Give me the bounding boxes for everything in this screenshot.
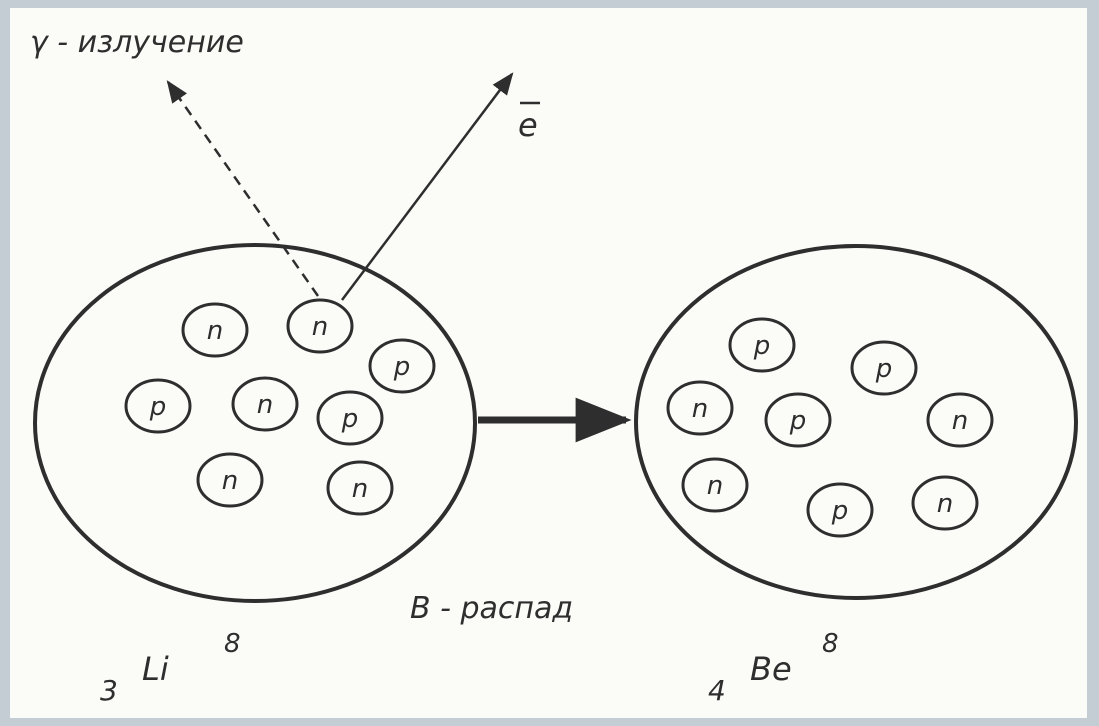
be-neutron-3 <box>666 380 734 436</box>
li-neutron-5 <box>231 376 299 432</box>
li-neutron-label-1: n <box>207 316 223 346</box>
li-neutron-label-5: n <box>257 390 273 420</box>
be-neutron-6 <box>681 457 749 513</box>
li-proton-6 <box>316 390 384 446</box>
be-neutron-label-5: n <box>952 406 968 436</box>
be-symbol: Be <box>750 650 792 688</box>
li-neutron-label-2: n <box>312 312 328 342</box>
li-nucleus <box>33 243 477 603</box>
li-proton-label-4: p <box>149 392 167 422</box>
be-atomic-number: 4 <box>708 674 726 707</box>
li-neutron-label-8: n <box>352 474 368 504</box>
electron-arrow <box>341 72 514 301</box>
be-proton-label-1: p <box>753 331 771 361</box>
li-proton-label-6: p <box>341 404 359 434</box>
gamma-label: γ - излучение <box>30 25 244 60</box>
gamma-ray-arrow <box>166 80 320 297</box>
be-mass-number: 8 <box>822 629 839 659</box>
li-proton-4 <box>124 378 192 434</box>
be-proton-label-2: p <box>875 354 893 384</box>
be-proton-4 <box>764 392 832 448</box>
be-proton-1 <box>728 317 796 373</box>
be-proton-label-4: p <box>789 406 807 436</box>
be-neutron-label-6: n <box>707 471 723 501</box>
be-nucleus <box>634 244 1078 600</box>
li-neutron-label-7: n <box>222 466 238 496</box>
be-proton-label-7: p <box>831 496 849 526</box>
li-neutron-8 <box>326 460 394 516</box>
decay-label: В - распад <box>410 591 573 626</box>
li-neutron-2 <box>286 298 354 354</box>
be-neutron-5 <box>926 392 994 448</box>
be-neutron-label-8: n <box>937 489 953 519</box>
li-neutron-7 <box>196 452 264 508</box>
li-proton-label-3: p <box>393 352 411 382</box>
li-particle-group: n n p p n p n n <box>124 298 436 516</box>
be-neutron-label-3: n <box>692 394 708 424</box>
be-neutron-8 <box>911 475 979 531</box>
be-proton-2 <box>850 340 918 396</box>
li-mass-number: 8 <box>224 629 241 659</box>
electron-label: e <box>518 106 538 144</box>
li-atomic-number: 3 <box>100 674 118 707</box>
li-symbol: Li <box>142 650 169 688</box>
be-proton-7 <box>806 482 874 538</box>
diagram-frame <box>10 8 1087 718</box>
li-neutron-1 <box>181 302 249 358</box>
be-particle-group: p p n p n n p n <box>666 317 994 538</box>
li-proton-3 <box>368 338 436 394</box>
